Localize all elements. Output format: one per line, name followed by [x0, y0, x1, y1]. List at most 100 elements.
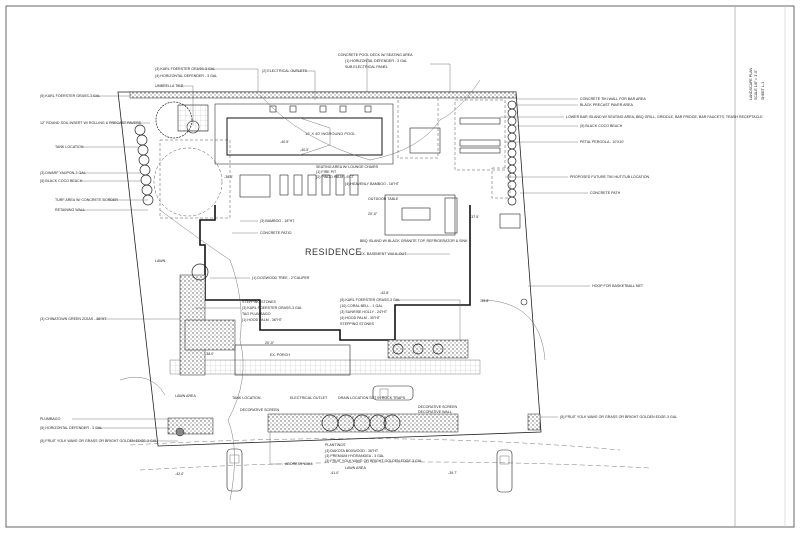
car-icon: [496, 449, 513, 493]
residence-label: RESIDENCE: [305, 247, 362, 257]
elevation-label: -39.8': [480, 299, 489, 303]
turf-area: [159, 139, 231, 219]
callout-label: BBQ ISLAND W/ BLACK GRANITE TOP, REFRIGE…: [360, 239, 468, 243]
callout-label: UMBRELLA TIED: [155, 84, 184, 88]
callout-label: TURF AREA W/ CONCRETE BORDER: [55, 198, 118, 202]
front-shrubs: [392, 343, 444, 355]
callout-label: (3) BAMBOO - 18"HT: [260, 219, 295, 223]
callout-label: PETAL PERGOLA - 10'X10': [580, 140, 624, 144]
pool[interactable]: [226, 117, 383, 156]
elevation-label: -38.0': [205, 352, 214, 356]
outdoor-table: [401, 207, 431, 221]
callout-label: TAG PLUMBAGO: [242, 312, 271, 316]
elevation-label: -42.0': [175, 472, 184, 476]
concrete-patio[interactable]: [384, 194, 456, 236]
front-garden-bed: [267, 413, 459, 433]
callout-label: EX. BASEMENT WALK-OUT: [360, 252, 407, 256]
elevation-label: -39.7': [448, 471, 457, 475]
center-callouts: SEATING AREA W/ LOUNGE CHAIRS (1) FIRE P…: [195, 165, 468, 340]
sheet-border: [5, 5, 795, 528]
spot-elevations: -40.5' -42.0' -42.8' -39.8' -41.0' -39.7…: [175, 140, 489, 476]
callout-label: CONCRETE POOL DECK W/ SEATING AREA: [338, 53, 413, 57]
callout-label: TANK LOCATION: [55, 145, 84, 149]
right-front-bed: [527, 413, 541, 431]
callout-label: (4) HORIZONTAL DEFENDER - 3 GAL: [155, 74, 217, 78]
title-block-line: LANDSCAPE PLAN: [749, 67, 753, 100]
road-edge: [139, 461, 651, 471]
callout-label: (1) HORIZONTAL DEFENDER - 3 GAL: [345, 59, 407, 63]
callout-label: (2) ELECTRICAL OUTLETS: [262, 69, 308, 73]
callout-label: (3) SUNRISE HOLLY - 24"HT: [340, 310, 388, 314]
right-callouts: CONCRETE TIKI WALL FOR BAR AREA BLACK PR…: [500, 97, 763, 419]
pool-furniture: [269, 105, 372, 113]
road-edge: [129, 438, 621, 451]
callout-label: (5) KARL FOERSTER GRASS-3 GAL: [340, 298, 400, 302]
elevation-label: -38.5': [224, 175, 233, 179]
elevation-label: -41.0': [330, 471, 339, 475]
callout-label: CONCRETE TIKI WALL FOR BAR AREA: [580, 97, 646, 101]
tree-canopy-outline: [119, 376, 166, 396]
elevation-label: -37.5': [470, 215, 479, 219]
callout-label: (3) KARL FOERSTER GRASS-3 GAL: [242, 306, 302, 310]
callout-label: (5) HORIZONTAL DEFENDER - 3 GAL: [40, 426, 102, 430]
lawn-area-label: LAWN AREA: [345, 466, 366, 470]
elevation-label: -42.8': [380, 291, 389, 295]
title-block: LANDSCAPE PLAN SCALE 1/8" = 1'-0" SHEET …: [749, 67, 765, 100]
callout-label: STEPPING STONES: [340, 322, 374, 326]
pool-elevation: -40.5': [300, 148, 309, 152]
residence-outline: [199, 205, 471, 341]
callout-label: DRAIN LOCATION SET IN ROCK TRAPS: [338, 396, 406, 400]
left-front-bed: [167, 417, 214, 435]
bbq-island: [444, 197, 458, 234]
callout-label: (3) FRUIT YOLK WAVE OR BRIGHT GOLDEN EDG…: [325, 459, 422, 463]
callout-label: (1) DOGWOOD TREE - 2"CALIPER: [252, 276, 310, 280]
bottom-callouts: TANK LOCATION ELECTRICAL OUTLET DRAIN LO…: [232, 396, 457, 466]
basketball-hoop: [520, 298, 528, 306]
callout-label: DECORATIVE WALL: [418, 410, 452, 414]
callout-label: HOOP FOR BASKETBALL NET: [592, 284, 644, 288]
callout-label: ADDRESS WALL: [285, 462, 313, 466]
title-block-line: SHEET L-1: [761, 82, 765, 100]
tiki-hut-location: [491, 167, 511, 199]
callout-label: ELECTRICAL OUTLET: [290, 396, 328, 400]
bar-stools: [459, 117, 501, 154]
callout-label: (3) DWARF YAUPON-3 GAL: [40, 171, 86, 175]
callout-label: (1) FIRE PIT: [316, 170, 337, 174]
front-foundation-bed: [387, 339, 469, 359]
callout-label: (3) CHINATOWN GREEN ZIZIAS - 36"HT: [40, 317, 107, 321]
pergola: [454, 99, 506, 171]
callout-label: TANK LOCATION: [232, 396, 261, 400]
callout-label: 12" ROUND SOIL INSERT W/ ROLLING & PRECA…: [40, 121, 142, 125]
callout-label: BLACK PRECAST PAVER AREA: [580, 103, 634, 107]
porch-dimension: 20'-0": [265, 341, 275, 345]
car-icon: [372, 385, 414, 401]
patio-dimension: 20'-0": [368, 212, 378, 216]
front-bed-trees: [321, 414, 401, 432]
callout-label: SEATING AREA W/ LOUNGE CHAIRS: [316, 165, 379, 169]
dogwood-tree: [191, 263, 209, 281]
top-callouts: (3) KARL FOERSTER GRASS-3 GAL (4) HORIZO…: [155, 53, 451, 125]
bar-seating: [409, 127, 441, 154]
callout-label: (5) BLACK COCO BEACH: [40, 179, 83, 183]
tree-canopy-outline: [159, 209, 244, 501]
callout-label: (5) BLACK COCO BEACH: [580, 124, 623, 128]
callout-label: (5) KARL FOERSTER GRASS-3 GAL: [40, 94, 100, 98]
pool-step-line: [299, 117, 331, 156]
callout-label: CONCRETE PATH: [590, 191, 621, 195]
left-callouts: (5) KARL FOERSTER GRASS-3 GAL 12" ROUND …: [40, 94, 180, 443]
porch-planter: [184, 319, 236, 351]
callout-label: CONCRETE PATIO: [260, 231, 292, 235]
callout-label: (10) CORAL BELL - 1 GAL: [340, 304, 383, 308]
callout-label: OUTDOOR TABLE: [368, 197, 399, 201]
callout-label: (4) HOOD PALM - 30"HT: [340, 316, 381, 320]
right-hedge-row: [507, 100, 517, 206]
callout-label: (2) PINDO PALM - 6'CT: [316, 175, 355, 179]
callout-label: STEPPING STONES: [242, 300, 276, 304]
sectional-seating: [239, 174, 271, 198]
callout-label: (4) HEAVENLY BAMBOO - 18"HT: [345, 182, 400, 186]
callout-label: PROPOSED FUTURE TIKI HUT/TUB LOCATION: [570, 175, 650, 179]
planter-box: [499, 213, 521, 229]
tree-canopy-outline: [259, 79, 481, 161]
callout-label: RETAINING WALL: [55, 208, 85, 212]
